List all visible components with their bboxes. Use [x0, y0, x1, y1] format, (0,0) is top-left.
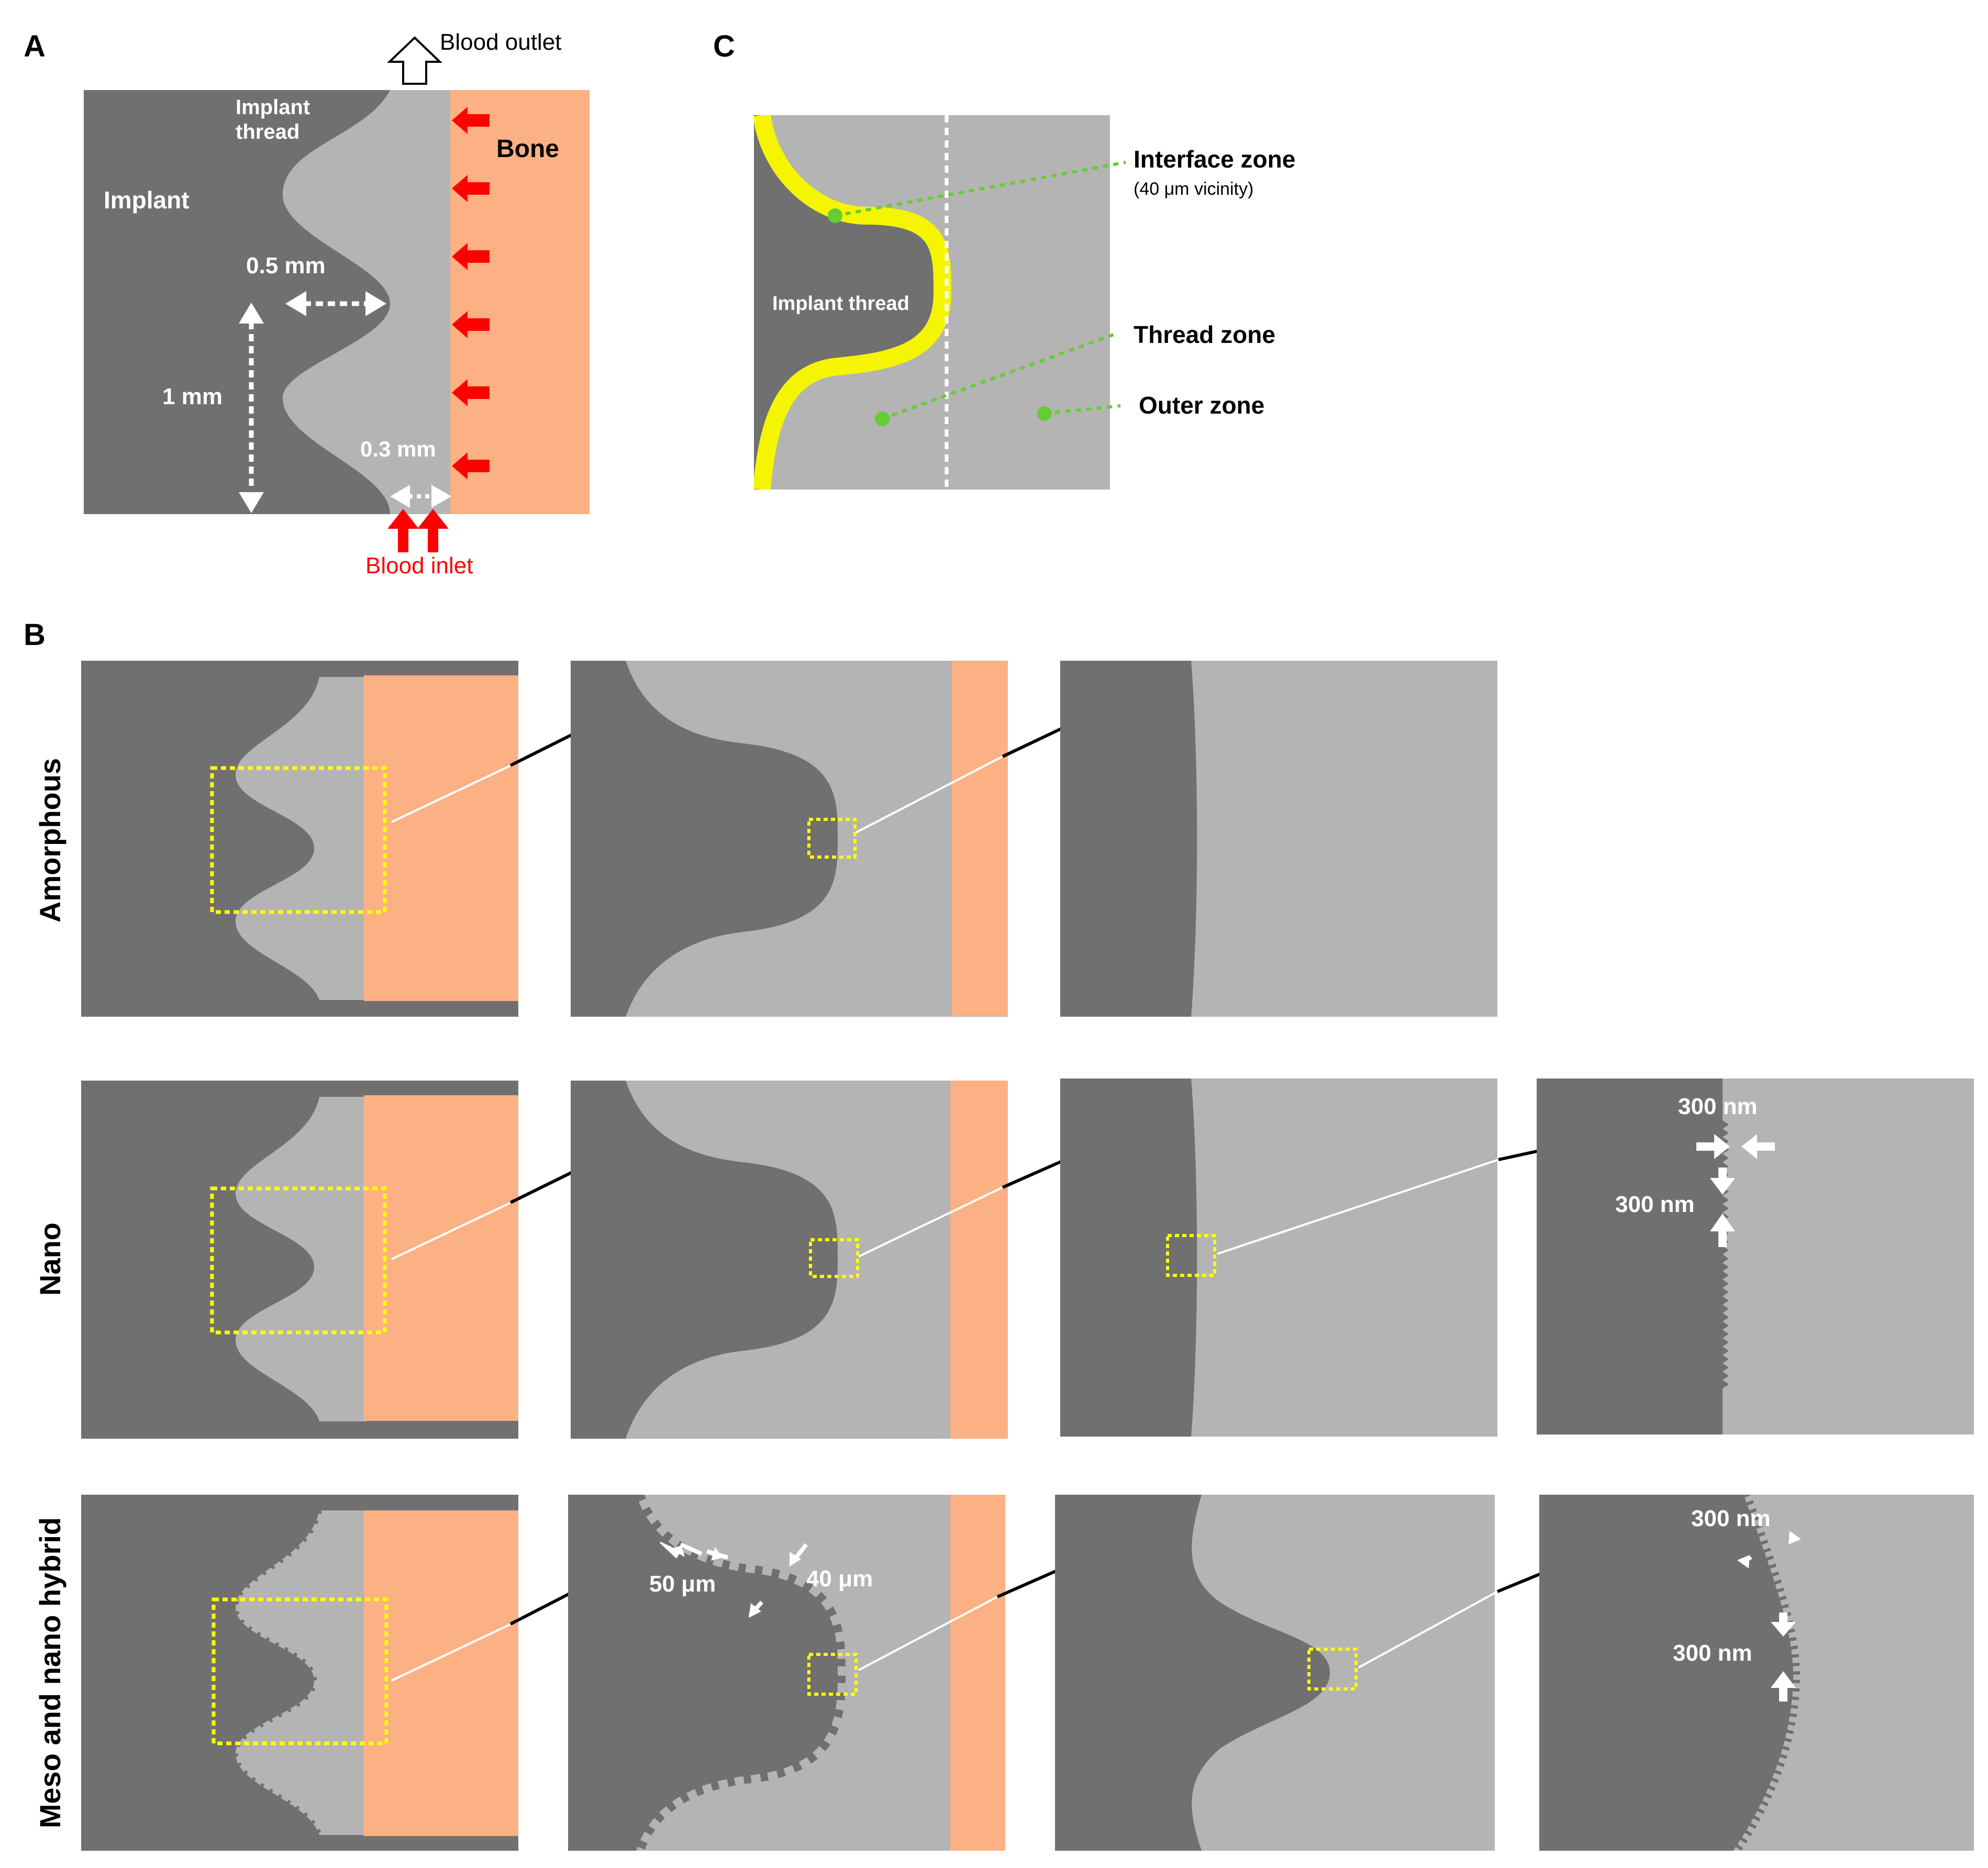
nano-zoom-3: [1537, 1078, 1974, 1435]
selection-box: [210, 766, 387, 914]
outer-zone-label: Outer zone: [1139, 392, 1264, 419]
thread-zone-marker: [875, 412, 890, 426]
implant-thread-label-line1: Implant: [236, 96, 310, 119]
blood-outlet-label: Blood outlet: [440, 29, 561, 55]
row-label-nano: Nano: [34, 1222, 66, 1296]
row-nano: 300 nm 300 nm: [81, 1078, 1974, 1439]
selection-box: [1307, 1648, 1358, 1691]
interface-zone-note: (40 μm vicinity): [1134, 179, 1253, 199]
row-hybrid: 50 μm 40 μm 300 nm 300 nm: [81, 1495, 1974, 1851]
panel-c-implant-thread: [754, 115, 942, 490]
bone-pressure-arrows: [452, 107, 490, 480]
svg-text:1 mm: 1 mm: [162, 384, 223, 409]
nano-zoom-1: [571, 1081, 1008, 1439]
dim-gap: 0.3 mm: [360, 437, 451, 508]
blood-inlet-arrows: [387, 509, 449, 552]
row-label-amorphous: Amorphous: [34, 758, 66, 922]
nano-sawtooth-surface: [1537, 1078, 1729, 1435]
panel-c-letter: C: [713, 29, 735, 63]
bone-block: [450, 90, 590, 514]
blood-outlet-arrow: [387, 36, 442, 85]
amorphous-zoom-1: [571, 661, 1008, 1017]
panel-c-implant-thread-label: Implant thread: [772, 293, 909, 315]
hybrid-overview: [81, 1495, 518, 1851]
selection-box: [807, 1653, 858, 1696]
zone-markers: [828, 161, 1126, 426]
panel-b-letter: B: [24, 618, 46, 652]
implant-label: Implant: [104, 186, 190, 214]
row-label-hybrid: Meso and nano hybrid: [34, 1517, 66, 1828]
interface-zone-band: [754, 115, 952, 490]
amorphous-overview: [81, 661, 518, 1017]
hybrid-zoom-3: [1539, 1495, 1974, 1851]
implant-thread-label-line2: thread: [236, 120, 299, 143]
selection-box: [809, 1238, 859, 1278]
implant-body: [84, 90, 390, 514]
svg-text:0.3 mm: 0.3 mm: [360, 437, 436, 461]
nano-overview: [81, 1081, 518, 1439]
panel-a: A Blood outlet Blood inlet Implant Impla…: [24, 29, 590, 579]
svg-text:50 μm: 50 μm: [649, 1571, 716, 1597]
selection-box: [1166, 1234, 1216, 1277]
bone-label: Bone: [496, 135, 559, 163]
panel-a-letter: A: [24, 29, 46, 63]
blood-inlet-label: Blood inlet: [365, 553, 473, 579]
svg-text:300 nm: 300 nm: [1673, 1640, 1752, 1666]
hybrid-nano-dims: 300 nm 300 nm: [1673, 1506, 1801, 1702]
panel-c: C Implant thread Interface zone (40 μm v…: [713, 29, 1295, 490]
outer-zone-marker: [1037, 406, 1052, 421]
dim-half-mm: 0.5 mm: [246, 253, 386, 316]
selection-box: [807, 818, 857, 859]
svg-text:300 nm: 300 nm: [1615, 1192, 1695, 1217]
nano-dims: 300 nm 300 nm: [1615, 1094, 1775, 1247]
svg-text:300 nm: 300 nm: [1691, 1506, 1771, 1531]
thread-zone-label: Thread zone: [1134, 321, 1275, 348]
hybrid-curved-sawtooth: [1539, 1495, 1793, 1851]
hybrid-zoom-2: [1055, 1495, 1495, 1851]
row-amorphous: [81, 661, 1497, 1017]
hybrid-dims: 50 μm 40 μm: [649, 1542, 873, 1618]
amorphous-zoom-2: [1060, 661, 1497, 1017]
selection-box: [212, 1597, 388, 1745]
interface-zone-label: Interface zone: [1134, 146, 1295, 173]
svg-text:0.5 mm: 0.5 mm: [246, 253, 326, 279]
selection-box: [210, 1186, 387, 1335]
interface-zone-marker: [828, 208, 842, 223]
hybrid-zoom-1: [568, 1495, 1005, 1851]
nano-zoom-2: [1060, 1078, 1497, 1437]
svg-text:300 nm: 300 nm: [1678, 1094, 1758, 1119]
dim-one-mm: 1 mm: [162, 303, 264, 513]
svg-text:40 μm: 40 μm: [806, 1566, 873, 1592]
